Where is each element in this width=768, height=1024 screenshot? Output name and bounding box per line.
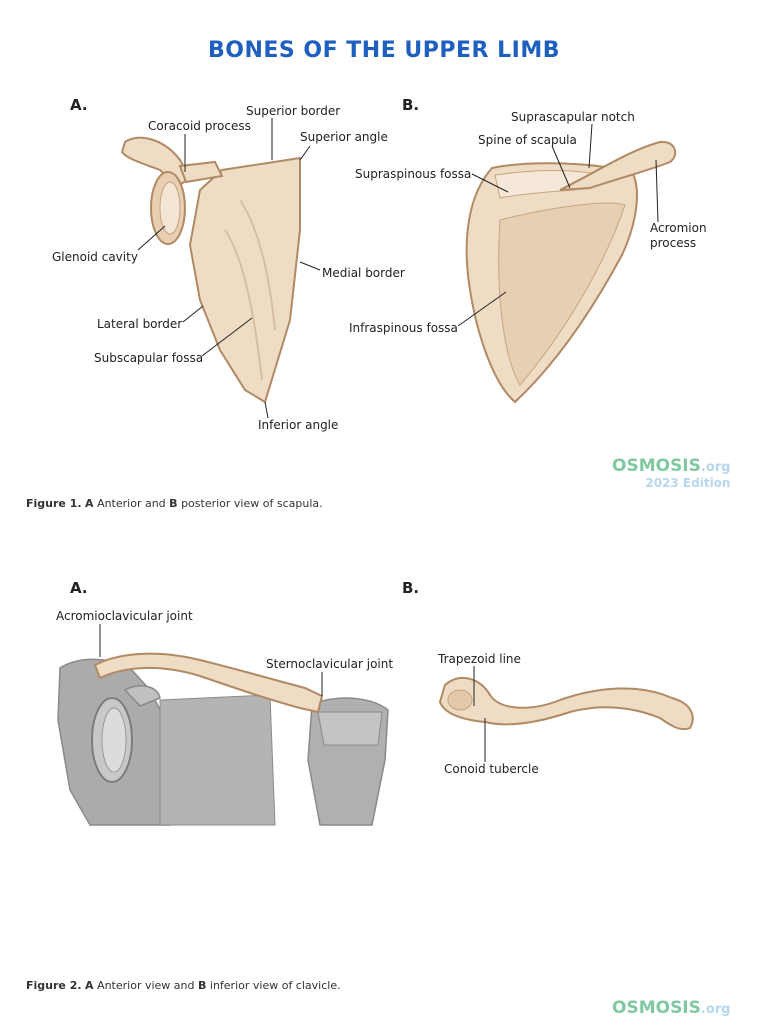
label-spine-of-scapula: Spine of scapula [478,133,577,147]
label-superior-border: Superior border [246,104,341,118]
figure1-caption-a: A [85,497,94,510]
logo-tld: .org [700,460,731,475]
label-inferior-angle: Inferior angle [258,418,339,432]
osmosis-logo-footer: OSMOSIS.org [612,998,730,1018]
figure1-caption-mid: Anterior and [97,497,166,510]
label-lateral-border: Lateral border [97,317,183,331]
figure2-caption-label: Figure 2. [26,979,82,992]
figure1-caption-end: posterior view of scapula. [181,497,323,510]
figure2-caption-end: inferior view of clavicle. [209,979,341,992]
label-acromion-process-line1: Acromion [650,221,707,235]
figure2-caption-mid: Anterior view and [97,979,195,992]
figure2-panel-a-letter: A. [70,579,88,597]
figure2-caption-b: B [198,979,207,992]
label-acromion-process-line2: process [650,236,697,250]
scapula-anterior-drawing [120,118,321,419]
label-acromioclavicular-joint: Acromioclavicular joint [56,609,193,623]
figure2-caption-a: A [85,979,94,992]
logo-edition: 2023 Edition [645,476,731,490]
logo-footer-brand: OSMOSIS [612,998,701,1018]
scapula-posterior-drawing [457,123,677,404]
label-superior-angle: Superior angle [300,130,388,144]
label-subscapular-fossa: Subscapular fossa [94,351,204,365]
page-title: BONES OF THE UPPER LIMB [207,38,561,63]
figure1-panel-b-letter: B. [402,96,420,114]
label-conoid-tubercle: Conoid tubercle [444,762,539,776]
figure1-caption-b: B [169,497,178,510]
scapula-illustrations [120,118,677,419]
clavicle-anterior-drawing [57,624,389,826]
label-coracoid-process: Coracoid process [148,119,251,133]
label-supraspinous-fossa: Supraspinous fossa [355,167,472,181]
figure2-caption: Figure 2. A Anterior view and B inferior… [26,979,341,992]
figure2-panel-b-letter: B. [402,579,420,597]
figure1-panel-a-letter: A. [70,96,88,114]
label-medial-border: Medial border [322,266,405,280]
label-infraspinous-fossa: Infraspinous fossa [349,321,458,335]
label-trapezoid-line: Trapezoid line [438,652,521,666]
label-suprascapular-notch: Suprascapular notch [511,110,635,124]
logo-brand: OSMOSIS [612,456,701,476]
label-sternoclavicular-joint: Sternoclavicular joint [266,657,394,671]
clavicle-inferior-drawing [438,666,694,762]
label-glenoid-cavity: Glenoid cavity [52,250,138,264]
figure1-caption-label: Figure 1. [26,497,82,510]
osmosis-logo: OSMOSIS.org 2023 Edition [612,456,730,490]
figure1-caption: Figure 1. A Anterior and B posterior vie… [26,497,323,510]
logo-footer-tld: .org [700,1002,731,1017]
